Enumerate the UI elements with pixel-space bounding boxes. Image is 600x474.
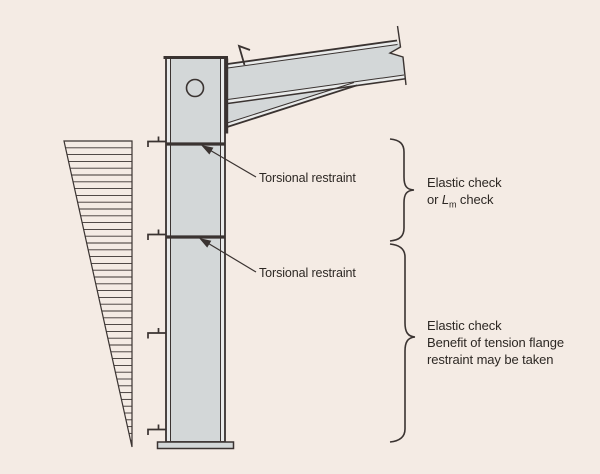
torsional-restraint-arrowhead-1: [201, 145, 214, 155]
haunch-bottom-flange-outer-line: [223, 84, 358, 129]
upper-zone-label: Elastic check or Lm check: [427, 174, 502, 210]
haunch-bottom-flange-inner-line: [223, 82, 355, 125]
base-plate: [156, 441, 235, 450]
lower-zone-line-2: Benefit of tension flange: [427, 335, 564, 350]
column-hole-icon: [185, 78, 205, 98]
brace-lower-zone: [389, 243, 416, 443]
column-body: [165, 57, 226, 443]
moment-hatch-lines: [65, 147, 132, 441]
rafter-bottom-flange: [224, 75, 404, 104]
torsional-restraint-arrow-2: [205, 241, 257, 273]
torsional-restraint-arrow-1: [207, 148, 257, 178]
moment-diagram-outline: [63, 140, 133, 448]
lower-zone-line-3: restraint may be taken: [427, 352, 554, 367]
brace-upper-zone: [389, 138, 415, 242]
purlin-restraint-icon: [237, 44, 251, 66]
rail-restraint-icon: [147, 424, 166, 435]
lower-zone-label: Elastic check Benefit of tension flange …: [427, 317, 564, 368]
side-rail-restraint-icons: [147, 136, 166, 435]
haunched-rafter: [223, 25, 407, 134]
rail-restraint-icon: [147, 229, 166, 240]
annotation-arrows: [199, 145, 257, 273]
break-symbol-icon: [388, 25, 407, 86]
upper-zone-line-2: or Lm check: [427, 191, 502, 210]
rafter-top-flange: [224, 40, 397, 69]
rafter-top-flange-inner-line: [223, 44, 398, 69]
end-plate: [224, 58, 229, 134]
torsional-restraint-label-2: Torsional restraint: [259, 266, 356, 280]
upper-zone-line-1: Elastic check: [427, 175, 502, 190]
length-symbol-subscript: m: [449, 199, 457, 210]
bending-moment-diagram: [63, 140, 133, 448]
column-elevation: [147, 56, 235, 450]
length-symbol: L: [441, 192, 450, 207]
zone-braces: [389, 138, 416, 443]
rafter-bottom-flange-outer-line: [223, 78, 406, 105]
rail-restraint-icon: [147, 136, 166, 147]
column-right-flange: [221, 59, 224, 441]
column-left-flange: [167, 59, 170, 441]
torsional-restraint-label-1: Torsional restraint: [259, 171, 356, 185]
rafter-bottom-flange-inner-line: [223, 74, 405, 101]
lower-zone-line-1: Elastic check: [427, 318, 502, 333]
torsional-restraint-arrowhead-2: [199, 238, 212, 248]
rail-restraint-icon: [147, 328, 166, 339]
rafter-top-flange-outer-line: [223, 39, 398, 66]
upper-zone-check-text: check: [456, 192, 494, 207]
upper-zone-or-text: or: [427, 192, 442, 207]
